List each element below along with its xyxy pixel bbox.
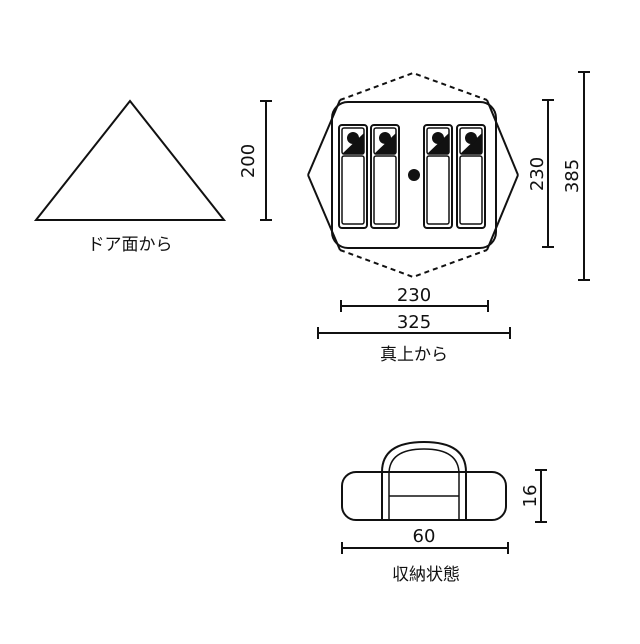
sleeping-bag bbox=[423, 124, 453, 229]
sleeping-bag bbox=[338, 124, 368, 229]
top-inner-width-dimension: 230 bbox=[340, 285, 489, 312]
front-height-label: 200 bbox=[238, 144, 259, 178]
top-inner-width-label: 230 bbox=[397, 285, 431, 306]
front-view-caption: ドア面から bbox=[88, 235, 173, 255]
front-height-dimension: 200 bbox=[238, 100, 272, 221]
storage-length-dimension: 60 bbox=[341, 526, 509, 554]
top-view-caption: 真上から bbox=[380, 345, 448, 365]
sleeping-bag bbox=[456, 124, 486, 229]
top-outer-width-dimension: 325 bbox=[317, 312, 511, 339]
top-outer-width-label: 325 bbox=[397, 312, 431, 333]
top-outer-depth-label: 385 bbox=[562, 159, 583, 193]
top-inner-depth-label: 230 bbox=[527, 157, 548, 191]
storage-height-dimension: 16 bbox=[520, 469, 547, 523]
top-inner-depth-dimension: 230 bbox=[527, 99, 554, 248]
storage-view-caption: 収納状態 bbox=[392, 565, 460, 585]
top-view: 230 385 230 325 真上から bbox=[307, 71, 590, 365]
sleeping-bag bbox=[370, 124, 400, 229]
storage-height-label: 16 bbox=[520, 485, 541, 508]
carry-bag-handle bbox=[381, 440, 467, 520]
outer-fly-outline bbox=[307, 71, 519, 279]
storage-view: 16 60 収納状態 bbox=[341, 440, 547, 585]
inner-tent-outline bbox=[331, 101, 497, 249]
storage-length-label: 60 bbox=[413, 526, 436, 547]
pole-center-dot bbox=[408, 169, 420, 181]
front-view: 200 ドア面から bbox=[33, 99, 272, 255]
top-outer-depth-dimension: 385 bbox=[562, 71, 590, 281]
front-triangle bbox=[33, 99, 227, 221]
